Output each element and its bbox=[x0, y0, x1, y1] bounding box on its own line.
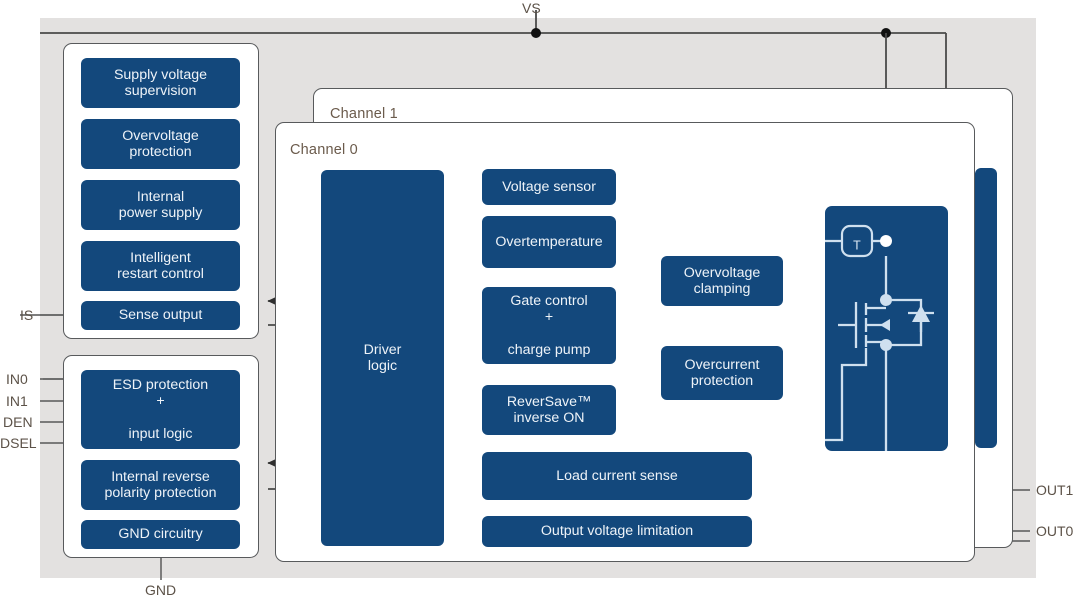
esd-protection-line2: + bbox=[156, 393, 165, 410]
gate-control-line1: Gate control bbox=[510, 292, 588, 309]
esd-protection-line1: ESD protection bbox=[112, 376, 209, 393]
block-supply-voltage-supervision[interactable]: Supply voltage supervision bbox=[81, 58, 240, 108]
gate-control-line2: + bbox=[544, 309, 554, 326]
pin-label-dsel: DSEL bbox=[0, 435, 37, 451]
block-intelligent-restart-control[interactable]: Intelligent restart control bbox=[81, 241, 240, 291]
pin-label-out1: OUT1 bbox=[1036, 482, 1074, 498]
block-esd-protection-input-logic[interactable]: ESD protection + input logic bbox=[81, 370, 240, 449]
pin-label-out0: OUT0 bbox=[1036, 523, 1074, 539]
block-internal-power-supply[interactable]: Internal power supply bbox=[81, 180, 240, 230]
voltage-sensor-label: Voltage sensor bbox=[502, 178, 596, 195]
output-voltage-limitation-label: Output voltage limitation bbox=[540, 523, 694, 540]
reverse-polarity-line1: Internal reverse bbox=[111, 468, 210, 485]
block-driver-logic[interactable]: Driver logic bbox=[321, 170, 444, 546]
block-load-current-sense[interactable]: Load current sense bbox=[482, 452, 752, 500]
intelligent-restart-control-line1: Intelligent bbox=[130, 249, 191, 266]
block-overvoltage-clamping[interactable]: Overvoltage clamping bbox=[661, 256, 783, 306]
temp-sensor-symbol-text: T bbox=[853, 238, 861, 252]
block-gate-control-charge-pump[interactable]: Gate control + charge pump bbox=[482, 287, 616, 364]
overvoltage-clamping-line2: clamping bbox=[693, 281, 751, 297]
supply-voltage-supervision-line1: Supply voltage bbox=[113, 66, 208, 83]
pin-label-in0: IN0 bbox=[6, 371, 28, 387]
block-voltage-sensor[interactable]: Voltage sensor bbox=[482, 169, 616, 205]
load-current-sense-label: Load current sense bbox=[556, 467, 678, 484]
esd-protection-line3: input logic bbox=[128, 425, 193, 442]
block-overtemperature[interactable]: Overtemperature bbox=[482, 216, 616, 268]
channel-0-label: Channel 0 bbox=[290, 142, 358, 158]
reversave-line2: inverse ON bbox=[513, 410, 585, 426]
block-overvoltage-protection[interactable]: Overvoltage protection bbox=[81, 119, 240, 169]
pin-label-is: IS bbox=[20, 307, 34, 323]
junction-vs bbox=[531, 28, 541, 38]
block-sense-output[interactable]: Sense output bbox=[81, 301, 240, 330]
gnd-circuitry-label: GND circuitry bbox=[118, 526, 203, 543]
internal-power-supply-line1: Internal bbox=[136, 188, 185, 205]
overcurrent-protection-line1: Overcurrent bbox=[684, 356, 760, 373]
intelligent-restart-control-line2: restart control bbox=[117, 266, 204, 282]
block-gnd-circuitry[interactable]: GND circuitry bbox=[81, 520, 240, 549]
internal-power-supply-line2: power supply bbox=[118, 205, 203, 221]
reversave-line1: ReverSave™ bbox=[506, 393, 592, 410]
block-reversave-inverse-on[interactable]: ReverSave™ inverse ON bbox=[482, 385, 616, 435]
pin-label-den: DEN bbox=[3, 414, 33, 430]
reverse-polarity-line2: polarity protection bbox=[104, 485, 217, 501]
overtemperature-label: Overtemperature bbox=[495, 233, 603, 250]
pin-label-in1: IN1 bbox=[6, 393, 28, 409]
overcurrent-protection-line2: protection bbox=[690, 373, 754, 389]
driver-logic-line2: logic bbox=[367, 358, 398, 374]
gate-control-line3: charge pump bbox=[507, 341, 591, 358]
channel-1-output-stage-sliver bbox=[975, 168, 997, 448]
overvoltage-clamping-line1: Overvoltage bbox=[683, 264, 761, 281]
pin-label-vs: VS bbox=[522, 0, 541, 16]
block-output-voltage-limitation[interactable]: Output voltage limitation bbox=[482, 516, 752, 547]
sense-output-label: Sense output bbox=[118, 307, 203, 324]
block-overcurrent-protection[interactable]: Overcurrent protection bbox=[661, 346, 783, 400]
channel-1-label: Channel 1 bbox=[330, 106, 398, 122]
overvoltage-protection-line1: Overvoltage bbox=[122, 127, 199, 144]
overvoltage-protection-line2: protection bbox=[129, 144, 192, 160]
driver-logic-line1: Driver bbox=[363, 341, 402, 358]
block-internal-reverse-polarity-protection[interactable]: Internal reverse polarity protection bbox=[81, 460, 240, 510]
pin-label-gnd: GND bbox=[145, 582, 177, 598]
supply-voltage-supervision-line2: supervision bbox=[124, 83, 197, 99]
